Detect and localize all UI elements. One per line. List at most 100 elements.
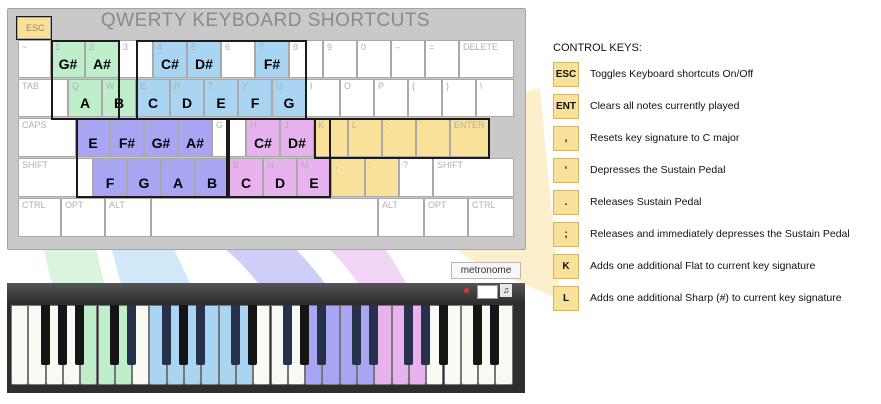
metronome-icon[interactable]: ♫: [500, 284, 512, 297]
metronome-tempo-field[interactable]: [477, 285, 498, 299]
esc-key[interactable]: ESC: [17, 17, 51, 39]
key-x[interactable]: }: [442, 79, 476, 117]
key-x[interactable]: ?: [399, 158, 433, 197]
metronome-indicator-dot: [464, 288, 469, 293]
key-shift[interactable]: SHIFT: [18, 158, 93, 197]
piano-black-key[interactable]: [300, 305, 310, 365]
key-note: G#: [58, 56, 78, 72]
key-label: U: [276, 81, 283, 91]
piano-black-key[interactable]: [490, 305, 500, 365]
key-x[interactable]: ~: [18, 40, 51, 78]
key-shift[interactable]: SHIFT: [433, 158, 514, 197]
piano-black-key[interactable]: [421, 305, 431, 365]
piano-black-key[interactable]: [127, 305, 137, 365]
key-p[interactable]: P: [374, 79, 408, 117]
key-x[interactable]: ;: [382, 118, 416, 157]
piano-black-key[interactable]: [317, 305, 327, 365]
key-label: Z: [97, 160, 103, 170]
key-6[interactable]: 6: [221, 40, 255, 78]
key-x[interactable]: =: [425, 40, 459, 78]
control-key-description: Releases and immediately depresses the S…: [590, 228, 850, 240]
key-x[interactable]: –: [391, 40, 425, 78]
key-x[interactable]: {: [408, 79, 442, 117]
control-key-row: .Releases Sustain Pedal: [553, 190, 873, 215]
control-key-badge: ‘: [553, 158, 579, 183]
key-opt[interactable]: OPT: [61, 198, 105, 237]
key-x[interactable]: ,: [331, 158, 365, 197]
key-8[interactable]: 8: [289, 40, 323, 78]
key-i[interactable]: I: [306, 79, 340, 117]
piano-black-key[interactable]: [196, 305, 206, 365]
control-key-description: Depresses the Sustain Pedal: [590, 164, 726, 176]
key-ctrl[interactable]: CTRL: [18, 198, 61, 237]
piano-black-key[interactable]: [75, 305, 85, 365]
key-0[interactable]: 0: [357, 40, 391, 78]
key-label: N: [267, 160, 274, 170]
piano-black-key[interactable]: [403, 305, 413, 365]
esc-key-label: ESC: [26, 23, 45, 33]
piano-black-key[interactable]: [438, 305, 448, 365]
key-delete[interactable]: DELETE: [459, 40, 514, 78]
key-x[interactable]: .: [365, 158, 399, 197]
key-x[interactable]: \: [476, 79, 514, 117]
key-x[interactable]: ': [416, 118, 450, 157]
control-key-badge: L: [553, 286, 579, 311]
key-tab[interactable]: TAB: [18, 79, 68, 117]
control-key-row: ;Releases and immediately depresses the …: [553, 222, 873, 247]
key-alt[interactable]: ALT: [105, 198, 151, 237]
piano-black-key[interactable]: [282, 305, 292, 365]
piano-black-key[interactable]: [57, 305, 67, 365]
key-ctrl[interactable]: CTRL: [468, 198, 514, 237]
piano-black-key[interactable]: [40, 305, 50, 365]
key-label: X: [131, 160, 138, 170]
piano-black-key[interactable]: [161, 305, 171, 365]
key-3[interactable]: 3: [119, 40, 153, 78]
piano-black-key[interactable]: [352, 305, 361, 365]
key-alt[interactable]: ALT: [378, 198, 424, 237]
key-enter[interactable]: ENTER: [450, 118, 490, 157]
key-space[interactable]: [151, 198, 378, 237]
piano-black-key[interactable]: [369, 305, 379, 365]
key-l[interactable]: L: [348, 118, 382, 157]
key-9[interactable]: 9: [323, 40, 357, 78]
control-key-description: Resets key signature to C major: [590, 132, 740, 144]
piano-black-key[interactable]: [248, 305, 258, 365]
key-k[interactable]: K: [314, 118, 348, 157]
key-o[interactable]: O: [340, 79, 374, 117]
piano-black-key[interactable]: [179, 305, 188, 365]
key-opt[interactable]: OPT: [424, 198, 468, 237]
key-caps[interactable]: CAPS: [18, 118, 76, 157]
piano-black-key[interactable]: [109, 305, 119, 365]
piano-black-key[interactable]: [473, 305, 483, 365]
key-label: 6: [225, 42, 231, 52]
piano-white-key[interactable]: [11, 305, 29, 385]
piano-black-key[interactable]: [230, 305, 240, 365]
key-g[interactable]: G: [212, 118, 246, 157]
